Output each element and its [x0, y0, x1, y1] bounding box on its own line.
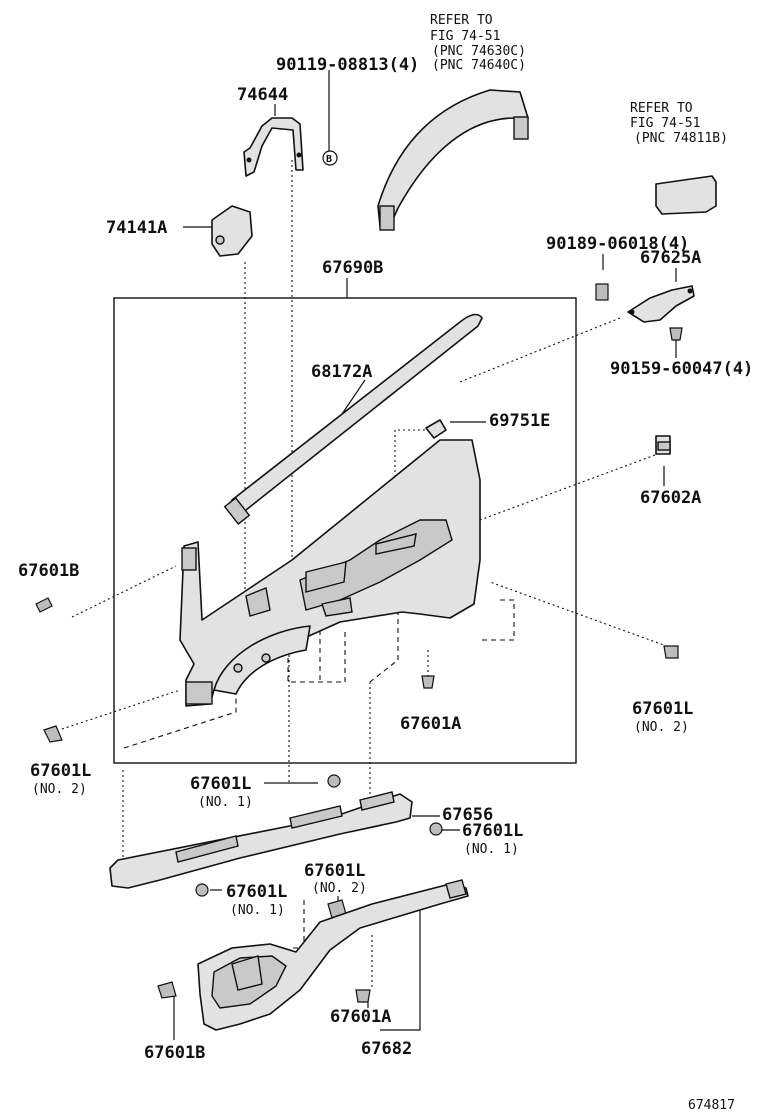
label-67601A-mid: 67601A	[400, 714, 461, 734]
clip-67601L-no1-b	[429, 822, 443, 836]
ref-top-pnc2: (PNC 74640C)	[432, 58, 526, 73]
weatherstrip-68172A	[223, 313, 483, 525]
clip-67601B-bottom	[157, 981, 177, 999]
bracket-74644	[243, 117, 304, 177]
assembly-frame-67690B	[113, 297, 577, 764]
label-67601L-no2-c-no: (NO. 2)	[312, 881, 367, 896]
label-67601B-left: 67601B	[18, 561, 79, 581]
ref-top-fig: FIG 74-51	[430, 29, 500, 44]
label-67601L-no1-a-no: (NO. 1)	[198, 795, 253, 810]
label-67602A: 67602A	[640, 488, 701, 508]
clip-67601L-left	[43, 725, 63, 743]
reference-top: REFER TO FIG 74-51 (PNC 74630C) (PNC 746…	[430, 13, 526, 73]
clip-90189	[595, 283, 609, 301]
door-trim-panel	[179, 439, 481, 707]
lower-trim-67682	[197, 879, 469, 1031]
cap-74141A	[211, 205, 253, 257]
label-67601B-bottom: 67601B	[144, 1043, 205, 1063]
label-67601L-left-no: (NO. 2)	[32, 782, 87, 797]
label-67601L-right: 67601L	[632, 699, 693, 719]
ref-right-pnc: (PNC 74811B)	[634, 131, 728, 146]
label-90189-06018: 90189-06018(4)	[546, 234, 689, 254]
ref-right-refer: REFER TO	[630, 101, 693, 116]
label-67656: 67656	[442, 805, 493, 825]
label-67601L-no1-d: 67601L	[226, 882, 287, 902]
label-69751E: 69751E	[489, 411, 550, 431]
handle-cover-ref	[655, 175, 717, 215]
scuff-plate-67656	[109, 791, 413, 889]
label-67601L-no2-c: 67601L	[304, 861, 365, 881]
label-74141A: 74141A	[106, 218, 167, 238]
ref-top-refer: REFER TO	[430, 13, 493, 28]
clips-and-screws	[35, 597, 679, 1003]
bolt-marker-b-letter: B	[326, 154, 332, 165]
label-67625A: 67625A	[640, 248, 701, 268]
bracket-67625A	[595, 283, 695, 341]
fender-molding-ref	[377, 89, 529, 231]
figure-number: 674817	[688, 1098, 735, 1112]
clip-67601B-left	[35, 597, 53, 613]
ref-top-pnc1: (PNC 74630C)	[432, 44, 526, 59]
clip-67601A-mid	[421, 675, 435, 689]
label-67601L-right-no: (NO. 2)	[634, 720, 689, 735]
clip-67601L-right	[663, 645, 679, 659]
clip-67601L-no1-d	[195, 883, 209, 897]
label-67601L-no1-d-no: (NO. 1)	[230, 903, 285, 918]
label-67601L-no1-b: 67601L	[462, 821, 523, 841]
clip-67601A-bottom	[355, 989, 371, 1003]
label-67690B: 67690B	[322, 258, 383, 278]
grommet-67602A	[655, 435, 671, 455]
label-67682: 67682	[361, 1039, 412, 1059]
reference-right: REFER TO FIG 74-51 (PNC 74811B)	[630, 101, 728, 146]
label-68172A: 68172A	[311, 362, 372, 382]
label-90119-08813: 90119-08813(4)	[276, 55, 419, 75]
label-67601A-bottom: 67601A	[330, 1007, 391, 1027]
ref-right-fig: FIG 74-51	[630, 116, 700, 131]
label-74644: 74644	[237, 85, 288, 105]
bolt-marker-b: B	[322, 150, 338, 166]
label-90159-60047: 90159-60047(4)	[610, 359, 753, 379]
label-67601L-left: 67601L	[30, 761, 91, 781]
clip-69751E	[425, 419, 447, 439]
screw-90159	[669, 327, 683, 341]
clip-67601L-no1-a	[327, 774, 341, 788]
label-67601L-no1-b-no: (NO. 1)	[464, 842, 519, 857]
label-67601L-no1-a: 67601L	[190, 774, 251, 794]
